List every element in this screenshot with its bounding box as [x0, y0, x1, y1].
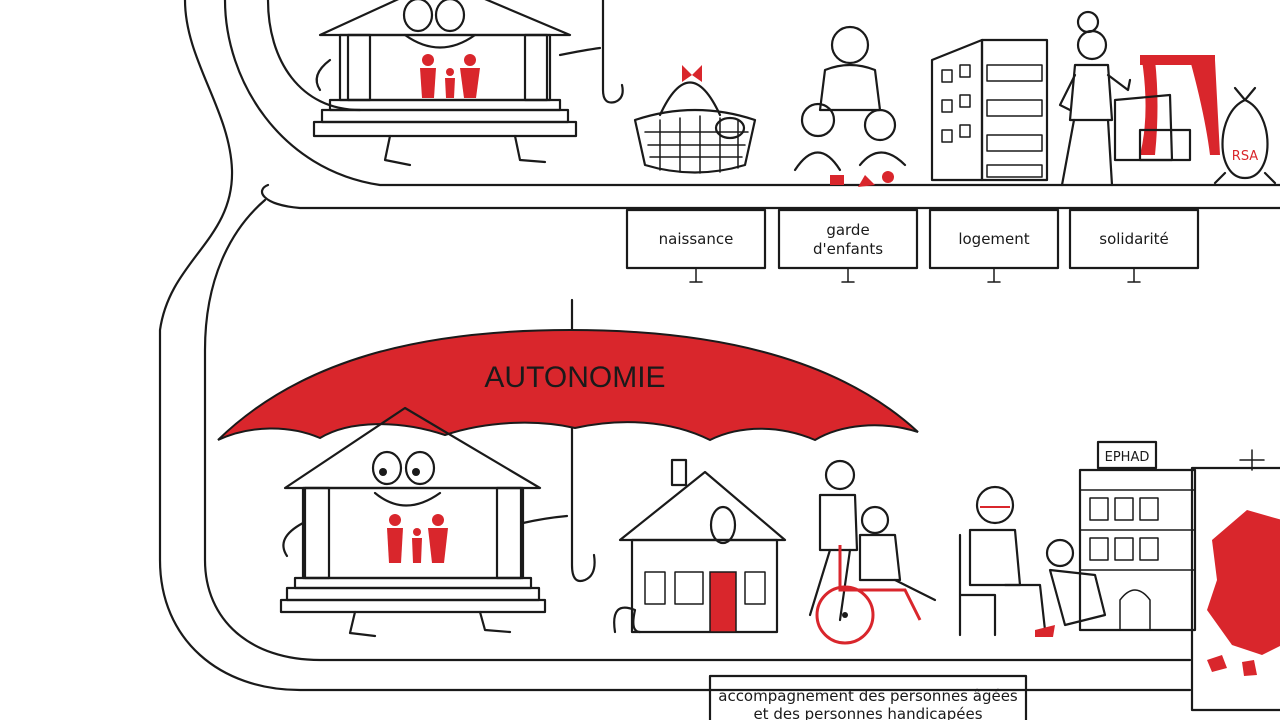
ephad-building-icon: EPHAD [1078, 440, 1197, 632]
caption-line1: accompagnement des personnes âgées [718, 687, 1018, 705]
sign-logement-label: logement [958, 230, 1029, 248]
sign-naissance-label: naissance [659, 230, 734, 248]
umbrella-icon: AUTONOMIE [217, 298, 919, 583]
sign-logement: logement [928, 208, 1060, 283]
caption-box: accompagnement des personnes âgées et de… [708, 674, 1028, 720]
money-bag-icon: RSA [1213, 86, 1277, 185]
curtains-couch-icon [1113, 55, 1220, 162]
baby-basket-icon [633, 65, 757, 174]
apartment-building-icon [930, 38, 1049, 182]
family-icon [420, 54, 480, 98]
france-map-icon [1190, 449, 1280, 712]
sign-naissance: naissance [625, 208, 767, 283]
track-outline [158, 0, 1280, 692]
rsa-label: RSA [1232, 149, 1259, 164]
umbrella-label: AUTONOMIE [484, 361, 665, 394]
woman-thumbs-up-icon [1058, 10, 1132, 187]
children-playing-icon [793, 25, 907, 187]
sign-garde-enfants-line1: garde [826, 221, 869, 239]
signposts-top: naissance garde d'enfants logement solid… [625, 208, 1200, 283]
bank-building-character-icon [312, 0, 624, 167]
sign-solidarite-label: solidarité [1099, 230, 1169, 248]
sign-garde-enfants: garde d'enfants [777, 208, 919, 283]
elderly-care-icon [958, 485, 1107, 637]
family-icon [387, 514, 448, 563]
bank-building-character-bottom [279, 406, 569, 638]
ephad-sign-label: EPHAD [1105, 450, 1150, 465]
caption-line2: et des personnes handicapées [753, 705, 982, 720]
sign-solidarite: solidarité [1068, 208, 1200, 283]
sign-garde-enfants-line2: d'enfants [813, 240, 883, 258]
house-icon [613, 458, 787, 634]
wheelchair-icon [808, 459, 937, 645]
